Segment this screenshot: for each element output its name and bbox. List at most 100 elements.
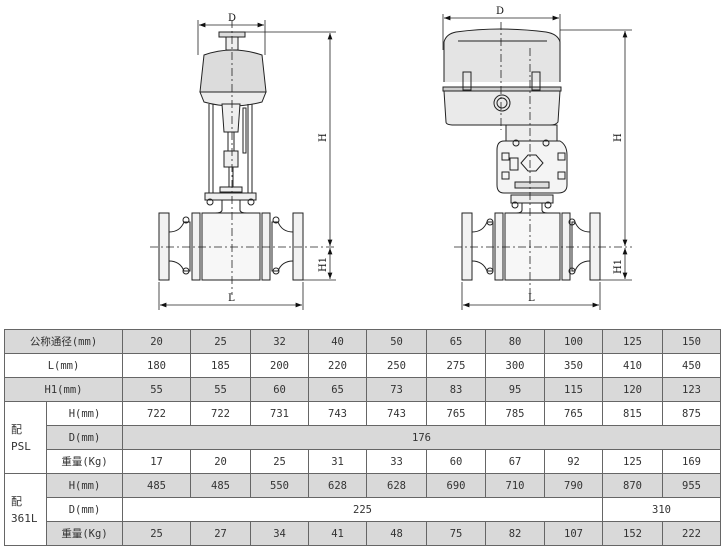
table-cell: 815 bbox=[602, 401, 664, 426]
table-cell: 220 bbox=[308, 353, 368, 378]
table-cell: 690 bbox=[426, 473, 487, 498]
table-cell: 33 bbox=[366, 449, 428, 474]
table-cell: 48 bbox=[366, 521, 428, 546]
row-label: D(mm) bbox=[45, 497, 124, 522]
psl-dim-d-label: D bbox=[228, 13, 236, 24]
table-cell: 250 bbox=[366, 353, 428, 378]
l361-dimension-lines bbox=[442, 14, 632, 310]
table-cell: 120 bbox=[602, 377, 664, 402]
table-cell: 83 bbox=[426, 377, 487, 402]
row-label: 重量(Kg) bbox=[45, 521, 124, 546]
table-cell: 100 bbox=[544, 329, 604, 354]
psl-dim-l-label: L bbox=[228, 293, 235, 304]
group-label-line1: 配 bbox=[11, 422, 22, 436]
l361-dim-l-label: L bbox=[528, 293, 535, 304]
l361-valve-body bbox=[461, 212, 601, 281]
psl-dim-h1-label: H1 bbox=[318, 257, 329, 272]
table-cell: 628 bbox=[366, 473, 428, 498]
table-cell: 55 bbox=[190, 377, 252, 402]
table-cell: 628 bbox=[308, 473, 368, 498]
table-cell: 17 bbox=[122, 449, 192, 474]
table-cell: 75 bbox=[426, 521, 487, 546]
table-cell: 550 bbox=[250, 473, 310, 498]
l361-dim-h1-label: H1 bbox=[613, 259, 624, 274]
table-cell: 80 bbox=[485, 329, 546, 354]
table-cell: 31 bbox=[308, 449, 368, 474]
table-cell: 310 bbox=[602, 497, 722, 522]
table-cell: 152 bbox=[602, 521, 664, 546]
table-cell: 65 bbox=[308, 377, 368, 402]
table-cell: 60 bbox=[250, 377, 310, 402]
table-cell: 107 bbox=[544, 521, 604, 546]
table-cell: 27 bbox=[190, 521, 252, 546]
psl-actuator bbox=[199, 31, 267, 214]
table-cell: 92 bbox=[544, 449, 604, 474]
table-cell: 450 bbox=[662, 353, 722, 378]
row-label: H1(mm) bbox=[3, 377, 124, 402]
psl-valve-body bbox=[158, 212, 304, 281]
table-cell: 222 bbox=[662, 521, 722, 546]
table-cell: 200 bbox=[250, 353, 310, 378]
table-cell: 955 bbox=[662, 473, 722, 498]
l361-dim-d-label: D bbox=[496, 6, 504, 17]
table-cell: 185 bbox=[190, 353, 252, 378]
table-cell: 125 bbox=[602, 329, 664, 354]
table-cell: 485 bbox=[122, 473, 192, 498]
row-label: H(mm) bbox=[45, 401, 124, 426]
table-cell: 410 bbox=[602, 353, 664, 378]
table-cell: 743 bbox=[366, 401, 428, 426]
table-cell: 67 bbox=[485, 449, 546, 474]
group-label: 配 PSL bbox=[4, 401, 47, 474]
table-cell: 150 bbox=[662, 329, 722, 354]
psl-dim-h-label: H bbox=[318, 133, 329, 142]
table-cell: 765 bbox=[426, 401, 487, 426]
table-cell: 875 bbox=[662, 401, 722, 426]
table-cell: 41 bbox=[308, 521, 368, 546]
psl-valve-drawing bbox=[150, 20, 336, 310]
table-cell: 25 bbox=[190, 329, 252, 354]
table-cell: 275 bbox=[426, 353, 487, 378]
table-cell: 722 bbox=[122, 401, 192, 426]
table-cell: 73 bbox=[366, 377, 428, 402]
table-cell: 32 bbox=[250, 329, 310, 354]
table-cell: 300 bbox=[485, 353, 546, 378]
table-row: D(mm)176 bbox=[5, 425, 722, 450]
table-cell: 743 bbox=[308, 401, 368, 426]
table-cell: 722 bbox=[190, 401, 252, 426]
table-cell: 25 bbox=[250, 449, 310, 474]
table-cell: 60 bbox=[426, 449, 487, 474]
psl-dimension-lines bbox=[150, 20, 336, 310]
table-cell: 25 bbox=[122, 521, 192, 546]
table-cell: 790 bbox=[544, 473, 604, 498]
row-label: L(mm) bbox=[3, 353, 124, 378]
table-cell: 225 bbox=[122, 497, 604, 522]
group-label-line2: 361L bbox=[11, 511, 38, 525]
table-cell: 180 bbox=[122, 353, 192, 378]
row-label: D(mm) bbox=[45, 425, 124, 450]
group-label-line2: PSL bbox=[11, 439, 31, 453]
table-cell: 785 bbox=[485, 401, 546, 426]
table-cell: 176 bbox=[122, 425, 722, 450]
table-cell: 765 bbox=[544, 401, 604, 426]
table-cell: 40 bbox=[308, 329, 368, 354]
table-cell: 485 bbox=[190, 473, 252, 498]
l361-actuator bbox=[442, 28, 568, 214]
row-label: H(mm) bbox=[45, 473, 124, 498]
table-cell: 20 bbox=[122, 329, 192, 354]
table-cell: 350 bbox=[544, 353, 604, 378]
row-label: 公称通径(mm) bbox=[3, 329, 124, 354]
table-cell: 34 bbox=[250, 521, 310, 546]
table-cell: 123 bbox=[662, 377, 722, 402]
table-cell: 65 bbox=[426, 329, 487, 354]
table-cell: 55 bbox=[122, 377, 192, 402]
l361-dim-h-label: H bbox=[613, 133, 624, 142]
